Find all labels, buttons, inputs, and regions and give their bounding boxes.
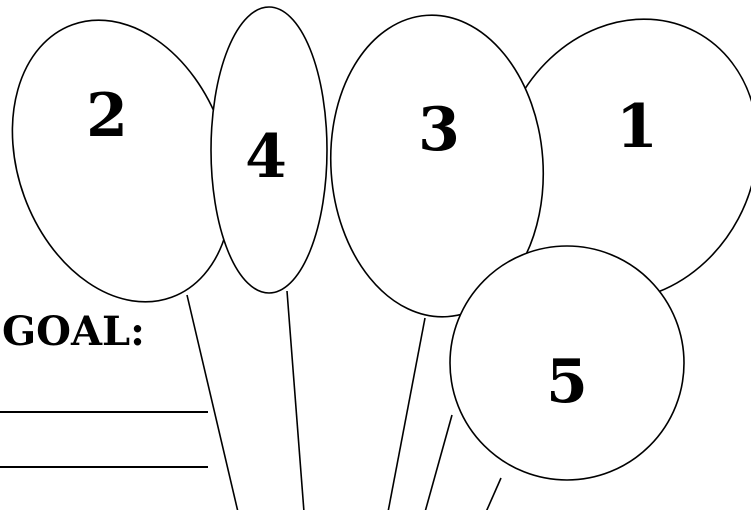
balloon-5-number: 5 [546, 347, 588, 417]
balloon-4-string [287, 291, 304, 510]
goal-answer-line-2[interactable] [0, 466, 208, 468]
balloon-2-number: 2 [86, 81, 128, 151]
balloon-5: 5 [450, 246, 684, 480]
balloon-3-number: 3 [418, 95, 460, 165]
goal-label: GOAL: [2, 312, 145, 352]
balloon-2-string [187, 295, 238, 510]
balloon-4-number: 4 [245, 122, 287, 192]
goal-answer-line-1[interactable] [0, 411, 208, 413]
balloon-5-string [486, 478, 501, 510]
balloon-1-number: 1 [616, 92, 658, 162]
balloon-3-string [388, 318, 425, 510]
balloon-1-string [425, 415, 452, 510]
balloon-4: 4 [211, 7, 327, 293]
